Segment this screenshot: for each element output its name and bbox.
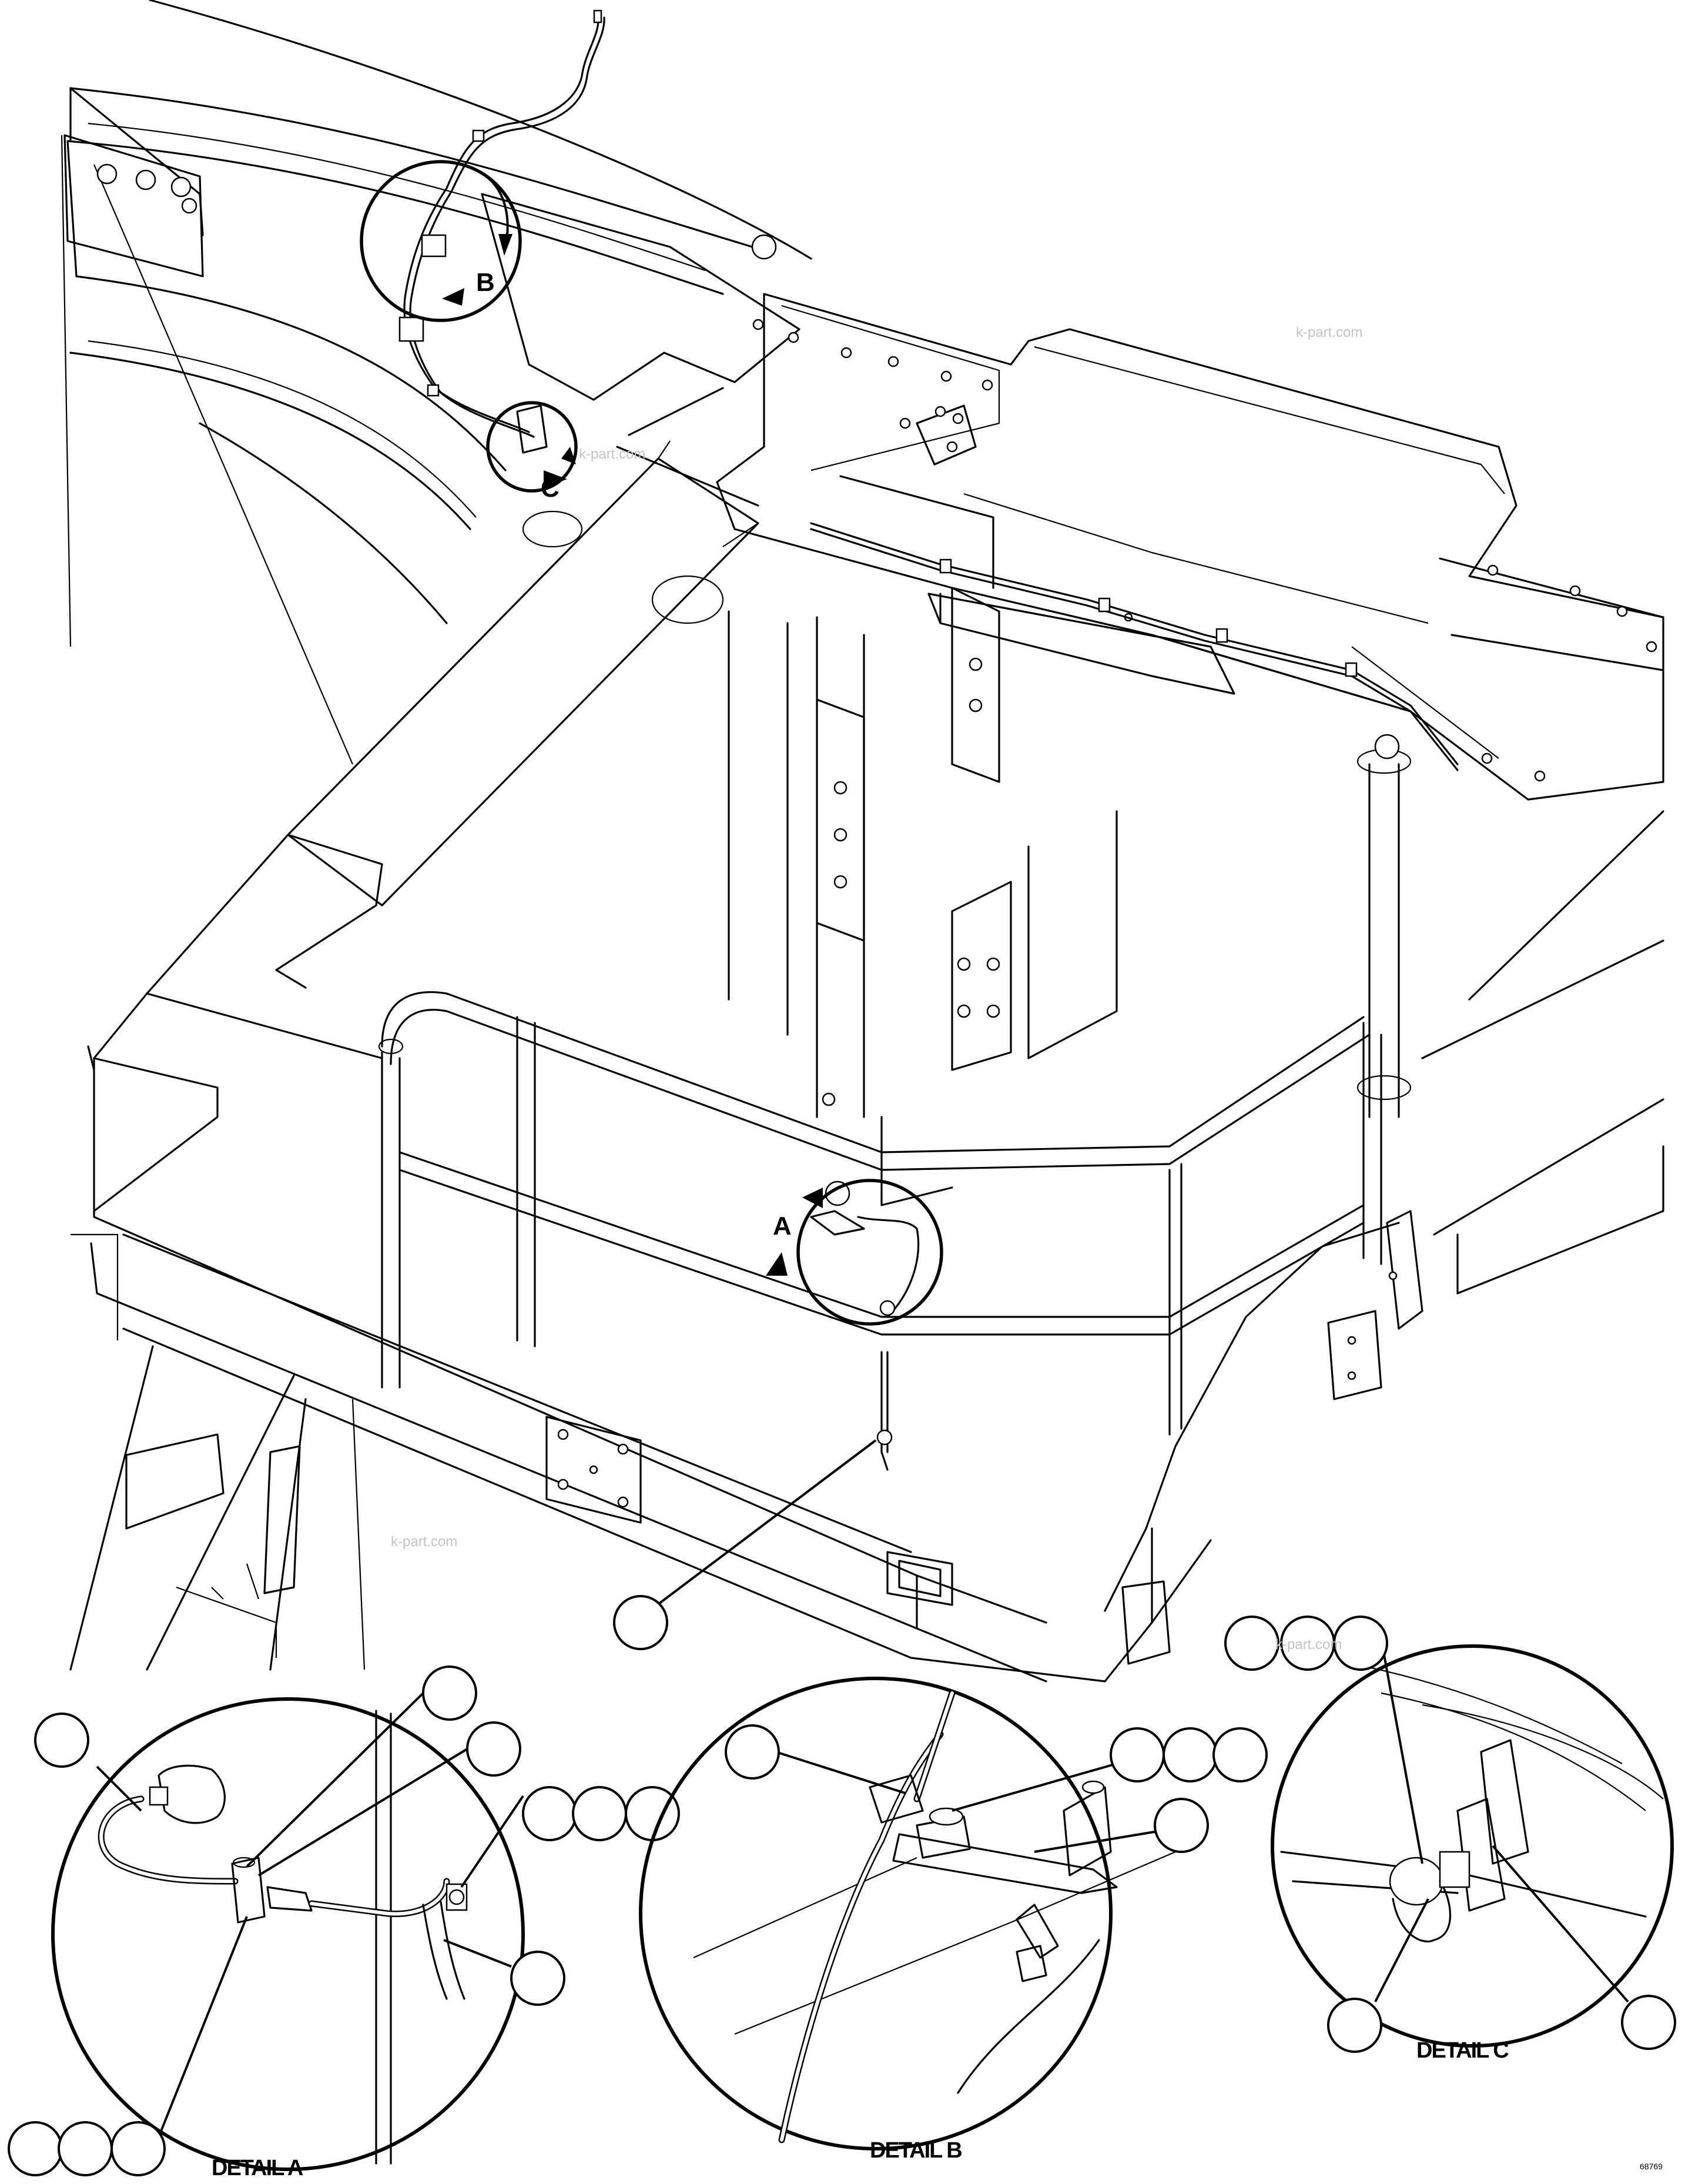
right-brackets [1121,810,1664,1665]
lower-frame [69,1345,366,1671]
callout-a: A [766,1179,943,1326]
detail-a-balloon-2 [422,1665,477,1721]
handrail [378,734,1412,1436]
callout-b: B [360,160,522,322]
main-assembly-view: B C A k-part.com k-part.com k-part.com [61,0,1664,1683]
upper-frame-rails [61,0,812,765]
callout-a-label: A [773,1212,792,1240]
detail-b-view: DETAIL B [639,1677,1268,2163]
hose-routing-lower [810,522,1459,1471]
hose-routing-upper [398,9,605,454]
watermark-4: k-part.com [1275,1637,1342,1653]
callout-c-label: C [541,474,560,503]
main-view-balloon [613,1439,877,1650]
platform-frame [71,834,1400,1683]
drawing-number: 68769 [1640,2162,1663,2171]
diagonal-cover-plate [287,387,759,907]
watermark-2: k-part.com [579,446,645,462]
detail-a-balloon-1 [34,1713,89,1768]
detail-a-view: DETAIL A [8,1665,680,2180]
callout-b-label: B [476,268,495,297]
mounting-plate [545,1416,953,1606]
end-plate [63,134,204,277]
watermark-3: k-part.com [391,1534,457,1550]
detail-c-view: k-part.com DETAIL C [1224,1616,1676,2063]
top-cross-plate [481,193,1664,801]
center-post [522,510,1118,1206]
detail-c-label: DETAIL C [1416,2038,1509,2063]
detail-a-balloon-3 [466,1721,521,1777]
detail-a-label: DETAIL A [212,2156,303,2180]
watermark-1: k-part.com [1296,325,1362,340]
callout-c: C [486,401,578,503]
detail-b-label: DETAIL B [870,2138,962,2163]
